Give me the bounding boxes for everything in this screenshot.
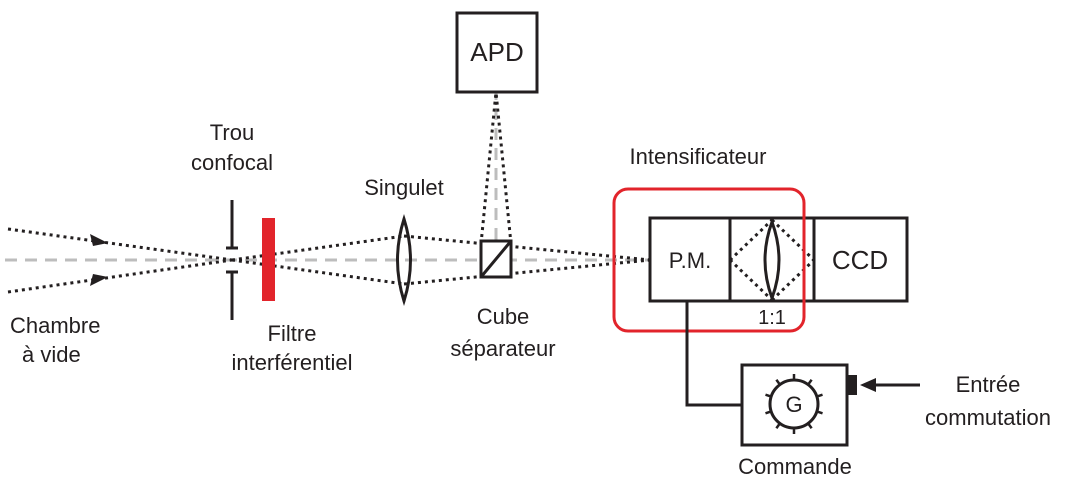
relay-optics (728, 218, 816, 302)
filtre-label-line1: Filtre (268, 321, 317, 346)
chambre-label-line2: à vide (22, 342, 81, 367)
beam-splitter-cube (479, 239, 513, 279)
dial-tick (775, 422, 781, 430)
commande-label: Commande (738, 454, 852, 479)
input-beams (7, 227, 233, 294)
relay-lens (763, 217, 781, 303)
dial-tick (765, 393, 772, 398)
dial-tick (775, 378, 781, 386)
beam-arrow-lower (90, 274, 108, 286)
apd-beams (479, 91, 513, 245)
pm-box (648, 216, 732, 303)
ccd-box (812, 216, 909, 303)
entree-label-line1: Entrée (956, 372, 1021, 397)
converging-beams (403, 234, 651, 286)
dial-tick (765, 410, 772, 415)
dial-tick (807, 422, 813, 430)
trou-label-line2: confocal (191, 150, 273, 175)
singlet-lens (396, 214, 412, 306)
relay-box (728, 216, 816, 303)
control-wire (685, 301, 742, 407)
cube-label-line1: Cube (477, 304, 530, 329)
confocal-pinhole (226, 200, 238, 320)
dial-tick (807, 378, 813, 386)
interference-filter (262, 218, 275, 301)
diverging-beams (231, 234, 405, 286)
filtre-label-line2: interférentiel (231, 350, 352, 375)
singulet-label: Singulet (364, 175, 444, 200)
apd-box (455, 11, 539, 94)
camera-stack (648, 216, 909, 303)
apd-label: APD (470, 37, 523, 67)
control-input-connector (847, 375, 857, 395)
intensificateur-label: Intensificateur (630, 144, 767, 169)
dial-tick (816, 393, 823, 398)
entree-label-line2: commutation (925, 405, 1051, 430)
beam-arrow-upper (90, 234, 108, 246)
pm-label: P.M. (669, 248, 711, 273)
dial-tick (816, 410, 823, 415)
trou-label-line1: Trou (210, 120, 254, 145)
ccd-label: CCD (832, 245, 888, 275)
switching-input-arrow-icon (860, 378, 876, 392)
chambre-label-line1: Chambre (10, 313, 100, 338)
intensifier-outline (612, 187, 806, 333)
relay-ratio-label: 1:1 (758, 307, 786, 329)
generator-dial-ticks (765, 374, 823, 434)
generator-label: G (785, 392, 802, 417)
cube-label-line2: séparateur (450, 336, 555, 361)
